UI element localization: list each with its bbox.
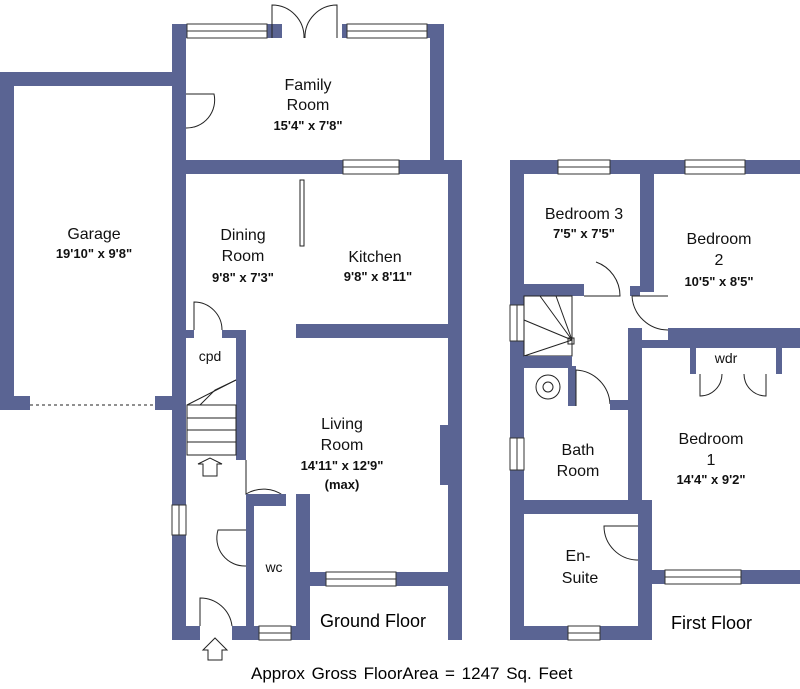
bedroom1-label-2: 1 [706,452,716,469]
landing-stairs [523,295,575,357]
bedroom2-label-1: Bedroom [686,231,752,248]
ensuite-label-2: Suite [561,570,599,587]
family-room-walls [172,4,444,170]
cpd-label: cpd [198,348,222,364]
wc-label: wc [265,559,283,575]
dining-room-label-2: Room [221,248,265,265]
living-room-note: (max) [324,477,360,492]
ground-floor-walls [171,159,462,661]
ground-floor-title: Ground Floor [320,611,427,631]
bedroom3-label: Bedroom 3 [544,206,624,223]
bathroom-label-2: Room [556,463,600,480]
bedroom3-dims: 7'5" x 7'5" [553,226,615,241]
living-room-label-1: Living [321,416,363,433]
first-floor-title: First Floor [671,613,752,633]
garage-label: Garage [67,226,121,243]
living-room-label-2: Room [320,437,364,454]
bedroom1-dims: 14'4" x 9'2" [676,472,746,487]
family-room-label-1: Family [284,77,332,94]
bathroom-label-1: Bath [561,442,595,459]
first-floor-walls [509,159,800,641]
bedroom1-label-1: Bedroom [678,431,744,448]
garage-dims: 19'10" x 9'8" [55,246,133,261]
family-room-label-2: Room [286,97,330,114]
living-room-dims: 14'11" x 12'9" [300,458,384,473]
kitchen-dims: 9'8" x 8'11" [343,269,413,284]
bedroom2-label-2: 2 [714,252,724,269]
stairs [186,379,237,477]
kitchen-label: Kitchen [348,249,402,266]
dining-room-label-1: Dining [220,227,266,244]
ensuite-label-1: En- [565,548,591,565]
family-room-dims: 15'4" x 7'8" [273,118,343,133]
dining-room-dims: 9'8" x 7'3" [212,270,274,285]
wdr-label: wdr [714,350,738,366]
bedroom2-dims: 10'5" x 8'5" [684,274,754,289]
gross-floor-area: Approx Gross FloorArea = 1247 Sq. Feet [251,664,573,683]
